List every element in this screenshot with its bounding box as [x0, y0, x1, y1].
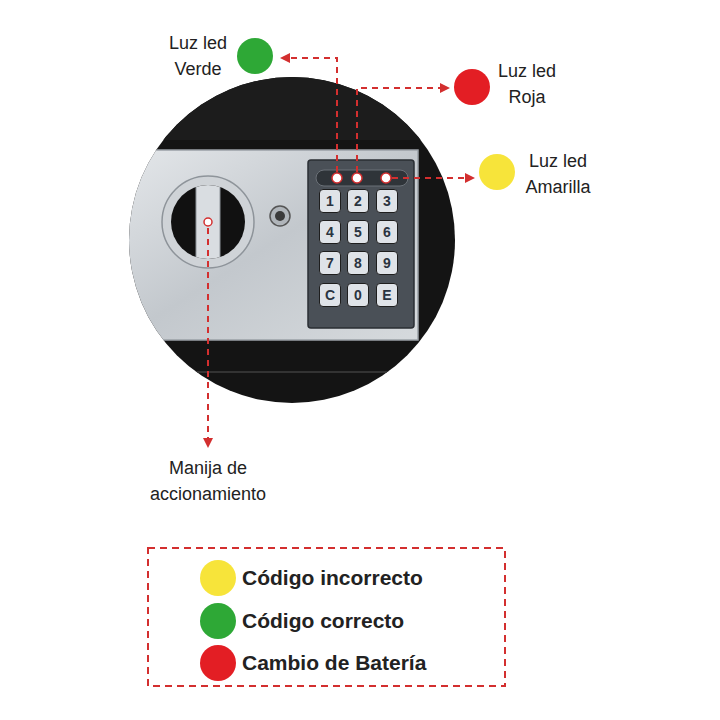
key-label: 2: [354, 193, 362, 209]
legend-row: Código incorrecto: [200, 560, 423, 596]
keypad-key: 0: [347, 283, 369, 307]
legend-row: Cambio de Batería: [200, 645, 426, 681]
callout-label: Manija de accionamiento: [123, 455, 293, 507]
keypad-key: C: [319, 283, 341, 307]
key-label: E: [382, 287, 391, 303]
key-label: 7: [326, 255, 334, 271]
keypad-key: 9: [376, 251, 398, 275]
keypad-key: E: [376, 283, 398, 307]
callout-label: Luz led Roja: [482, 58, 572, 110]
keypad-key: 1: [319, 189, 341, 213]
keypad-key: 8: [347, 251, 369, 275]
legend-swatch: [200, 645, 236, 681]
safe-door: [120, 70, 470, 410]
keypad-key: 7: [319, 251, 341, 275]
key-label: C: [325, 287, 335, 303]
key-label: 0: [354, 287, 362, 303]
leader-lines: [208, 58, 473, 446]
legend-text: Código correcto: [242, 609, 404, 633]
key-label: 4: [326, 224, 334, 240]
legend-swatch: [200, 560, 236, 596]
key-label: 6: [383, 224, 391, 240]
legend-row: Código correcto: [200, 603, 404, 639]
keypad-key: 4: [319, 220, 341, 244]
key-label: 3: [383, 193, 391, 209]
key-label: 8: [354, 255, 362, 271]
key-label: 5: [354, 224, 362, 240]
callout-label: Luz led Amarilla: [508, 148, 608, 200]
key-label: 1: [326, 193, 334, 209]
legend-swatch: [200, 603, 236, 639]
legend-text: Código incorrecto: [242, 566, 423, 590]
keypad-key: 5: [347, 220, 369, 244]
keypad-key: 2: [347, 189, 369, 213]
legend-text: Cambio de Batería: [242, 651, 426, 675]
callout-label: Luz led Verde: [153, 30, 243, 82]
keypad-key: 6: [376, 220, 398, 244]
keypad-key: 3: [376, 189, 398, 213]
legend-frame: [148, 548, 505, 686]
key-label: 9: [383, 255, 391, 271]
